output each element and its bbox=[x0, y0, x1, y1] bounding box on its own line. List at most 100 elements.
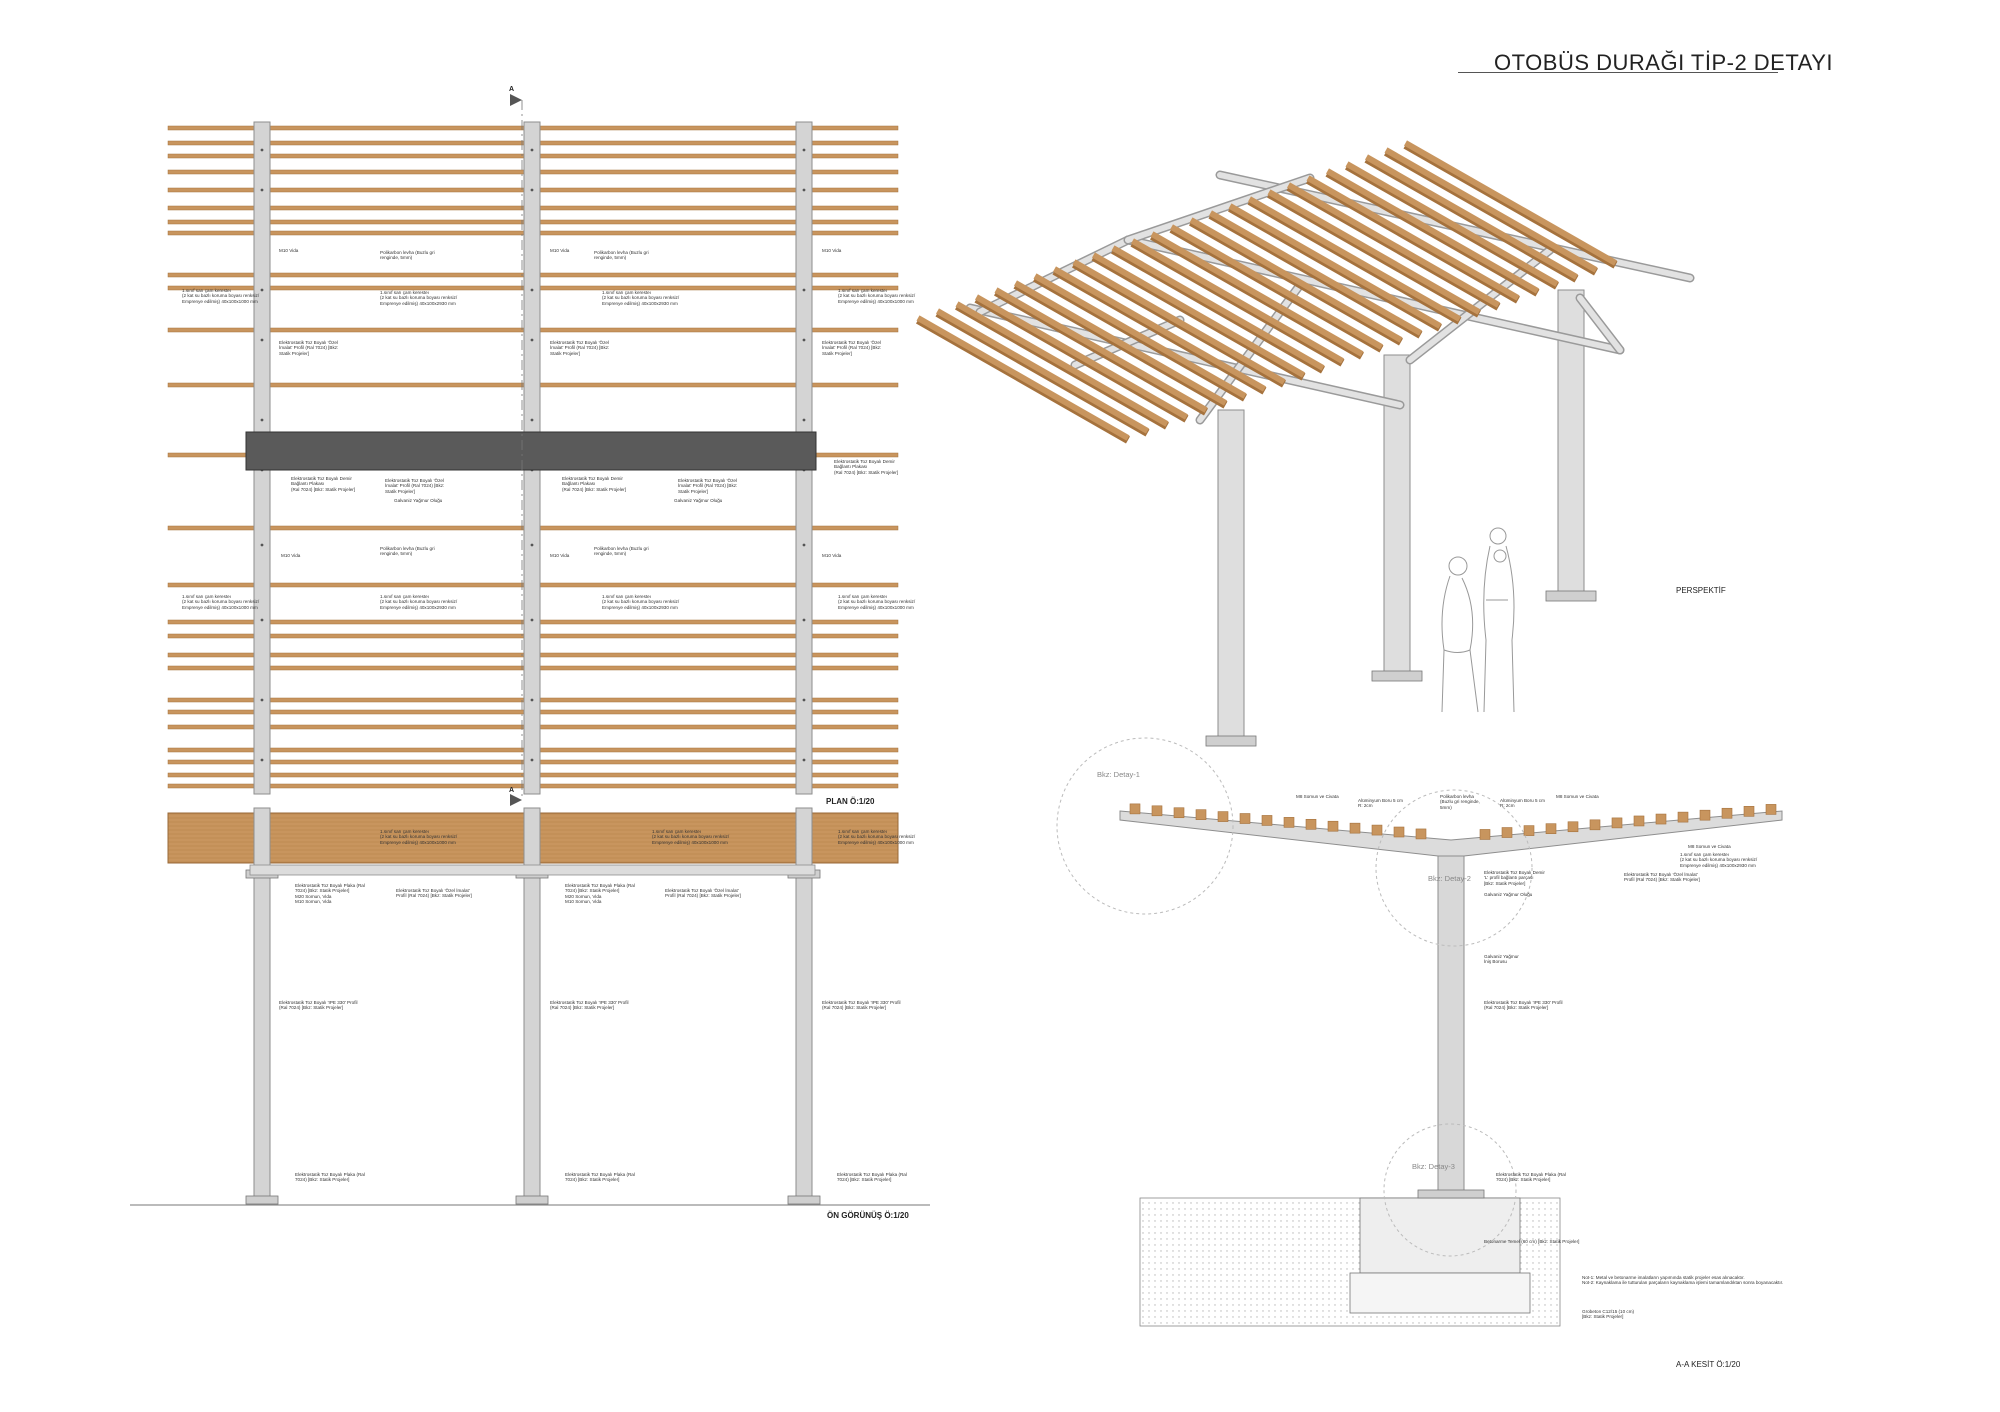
persp-frame-beam-face-2 bbox=[967, 305, 1403, 408]
plan-bolt-1-5 bbox=[260, 418, 264, 422]
persp-slat-12 bbox=[1131, 238, 1344, 364]
plan-note-ozel-imalat-4: Elektrostatik Toz Boyalı 'Özel İmalat' P… bbox=[385, 478, 445, 494]
plan-bolt-2-4 bbox=[530, 338, 534, 342]
plan-bolt-1-3 bbox=[260, 288, 264, 292]
plan-bolt-1-1 bbox=[260, 148, 264, 152]
section-purlin-right-7 bbox=[1611, 817, 1623, 829]
front-ipe-columns bbox=[245, 807, 821, 1205]
plan-bolt-3-8 bbox=[802, 618, 806, 622]
persp-slat-1 bbox=[916, 315, 1130, 441]
persp-slat-24 bbox=[1365, 154, 1578, 280]
persp-slat-20 bbox=[1287, 182, 1500, 308]
plan-bolt-2-3 bbox=[530, 288, 534, 292]
section-purlin-right-9 bbox=[1655, 813, 1667, 825]
section-purlin-left-10 bbox=[1327, 820, 1339, 832]
persp-slat-9 bbox=[1072, 259, 1286, 385]
plan-note-ozel-imalat-2: Elektrostatik Toz Boyalı 'Özel İmalat' P… bbox=[550, 340, 610, 356]
persp-slat-3 bbox=[955, 301, 1169, 427]
plan-bolt-1-10 bbox=[260, 758, 264, 762]
plan-note-kereste-2: 1.sınıf sarı çam keresteı (2 kat su bazl… bbox=[380, 290, 458, 306]
persp-frame-beam-face-1 bbox=[1125, 237, 1623, 353]
section-purlin-left-6 bbox=[1239, 813, 1251, 824]
persp-slat-8 bbox=[1053, 266, 1266, 392]
plan-note-ozel-imalat-5: Elektrostatik Toz Boyalı 'Özel İmalat' P… bbox=[678, 478, 738, 494]
plan-bolt-1-2 bbox=[260, 188, 264, 192]
plan-note-kereste-5: 1.sınıf sarı çam keresteı (2 kat su bazl… bbox=[182, 594, 260, 610]
plan-bolt-1-7 bbox=[260, 543, 264, 547]
plan-note-kereste-7: 1.sınıf sarı çam keresteı (2 kat su bazl… bbox=[602, 594, 680, 610]
persp-slat-15 bbox=[1189, 217, 1403, 343]
persp-slat-4 bbox=[975, 294, 1188, 420]
section-purlin-left-1 bbox=[1129, 803, 1141, 815]
front-note-plaka-vida-1: Elektrostatik Toz Boyalı Plaka (Ral 7024… bbox=[295, 883, 365, 905]
section-purlin-left-13 bbox=[1393, 826, 1405, 838]
plan-bolt-2-5 bbox=[530, 418, 534, 422]
persp-slat-16 bbox=[1209, 210, 1422, 336]
front-note-kereste-3: 1.sınıf sarı çam keresteı (2 kat su bazl… bbox=[838, 829, 916, 845]
section-purlin-left-8 bbox=[1283, 817, 1295, 828]
title-underline bbox=[1458, 72, 1778, 73]
front-elevation-view bbox=[130, 807, 930, 1206]
plan-bolt-2-2 bbox=[530, 188, 534, 192]
section-purlin-left-5 bbox=[1217, 811, 1229, 822]
concrete-foundation bbox=[1359, 1197, 1521, 1274]
section-note-l-profil: Elektrostatik Toz Boyalı Demir 'L' profi… bbox=[1484, 870, 1545, 886]
plan-note-m10-vida-4: M10 Vida bbox=[281, 553, 301, 558]
plan-note-kereste-1: 1.sınıf sarı çam keresteı (2 kat su bazl… bbox=[182, 288, 260, 304]
plan-note-ozel-imalat-1: Elektrostatik Toz Boyalı 'Özel İmalat' P… bbox=[279, 340, 339, 356]
detail-2-label: Bkz: Detay-2 bbox=[1428, 874, 1471, 883]
plan-view bbox=[167, 94, 899, 806]
plan-note-baglanti-1: Elektrostatik Toz Boyalı Demir Bağlantı … bbox=[834, 459, 899, 475]
front-note-kereste-2: 1.sınıf sarı çam keresteı (2 kat su bazl… bbox=[652, 829, 730, 845]
section-note-plaka: Elektrostatik Toz Boyalı Plaka (Ral 7024… bbox=[1496, 1172, 1566, 1183]
plan-bolt-3-3 bbox=[802, 288, 806, 292]
plan-bolt-2-8 bbox=[530, 618, 534, 622]
section-note-aluminyum-1: Alüminyum Boru 5 cm R: 2cm bbox=[1358, 798, 1403, 809]
persp-frame-beam-face-6 bbox=[1577, 295, 1623, 353]
section-note-m8-1: M8 Somun ve Civata bbox=[1296, 794, 1339, 799]
section-purlin-left-12 bbox=[1371, 824, 1383, 836]
section-purlin-right-1 bbox=[1479, 829, 1491, 840]
plan-note-kereste-4: 1.sınıf sarı çam keresteı (2 kat su bazl… bbox=[838, 288, 916, 304]
persp-column-base-1 bbox=[1205, 735, 1257, 747]
plan-note-kereste-8: 1.sınıf sarı çam keresteı (2 kat su bazl… bbox=[838, 594, 916, 610]
section-marker-top-icon bbox=[510, 94, 522, 106]
section-purlin-right-10 bbox=[1677, 811, 1689, 823]
front-note-ozel-imalat-2: Elektrostatik Toz Boyalı 'Özel İmalat' P… bbox=[665, 888, 741, 899]
front-note-ozel-imalat-1: Elektrostatik Toz Boyalı 'Özel İmalat' P… bbox=[396, 888, 472, 899]
front-note-ipe-2: Elektrostatik Toz Boyalı 'IPE 330' Profi… bbox=[550, 1000, 629, 1011]
section-purlin-left-3 bbox=[1173, 807, 1185, 819]
front-base-plate-2 bbox=[515, 1195, 549, 1205]
section-purlin-left-14 bbox=[1415, 828, 1427, 840]
plan-bolt-3-1 bbox=[802, 148, 806, 152]
section-note-kereste: 1.sınıf sarı çam keresteı (2 kat su bazl… bbox=[1680, 852, 1758, 868]
plan-note-baglanti-2: Elektrostatik Toz Boyalı Demir Bağlantı … bbox=[291, 476, 356, 492]
persp-column-base-2 bbox=[1371, 670, 1423, 682]
plan-note-yagmur-olugu-1: Galvaniz Yağmur Oluğu bbox=[394, 498, 443, 503]
plan-bolt-2-7 bbox=[530, 543, 534, 547]
plan-note-baglanti-3: Elektrostatik Toz Boyalı Demir Bağlantı … bbox=[562, 476, 627, 492]
section-ipe-column bbox=[1437, 854, 1465, 1199]
persp-slat-11 bbox=[1111, 245, 1325, 371]
plan-note-m10-vida-1: M10 Vida bbox=[279, 248, 299, 253]
persp-slat-6 bbox=[1014, 280, 1227, 406]
section-timber-purlins bbox=[1129, 803, 1777, 840]
plan-note-m10-vida-5: M10 Vida bbox=[550, 553, 570, 558]
plan-bolt-2-1 bbox=[530, 148, 534, 152]
section-note-notlar: Not-1: Metal ve betonarme imalatların ya… bbox=[1582, 1275, 1784, 1286]
plan-note-ozel-imalat-3: Elektrostatik Toz Boyalı 'Özel İmalat' P… bbox=[822, 340, 882, 356]
persp-column-base-3 bbox=[1545, 590, 1597, 602]
section-purlin-left-7 bbox=[1261, 815, 1273, 826]
persp-slat-23 bbox=[1345, 161, 1559, 287]
section-marker-bottom-icon bbox=[510, 794, 522, 806]
front-base-plate-1 bbox=[245, 1195, 279, 1205]
section-note-polikarbon: Polikarbon levha (Buzlu gri renginde, 5m… bbox=[1440, 794, 1480, 810]
front-note-ipe-1: Elektrostatik Toz Boyalı 'IPE 330' Profi… bbox=[279, 1000, 358, 1011]
plan-bolt-3-9 bbox=[802, 698, 806, 702]
persp-slat-5 bbox=[994, 287, 1208, 413]
section-note-grobeton: Grobeton C12/15 (10 cm) [Bkz: Statik Pro… bbox=[1582, 1309, 1635, 1320]
plan-bolt-2-9 bbox=[530, 698, 534, 702]
section-purlin-right-8 bbox=[1633, 815, 1645, 827]
detail-1-label: Bkz: Detay-1 bbox=[1097, 770, 1140, 779]
